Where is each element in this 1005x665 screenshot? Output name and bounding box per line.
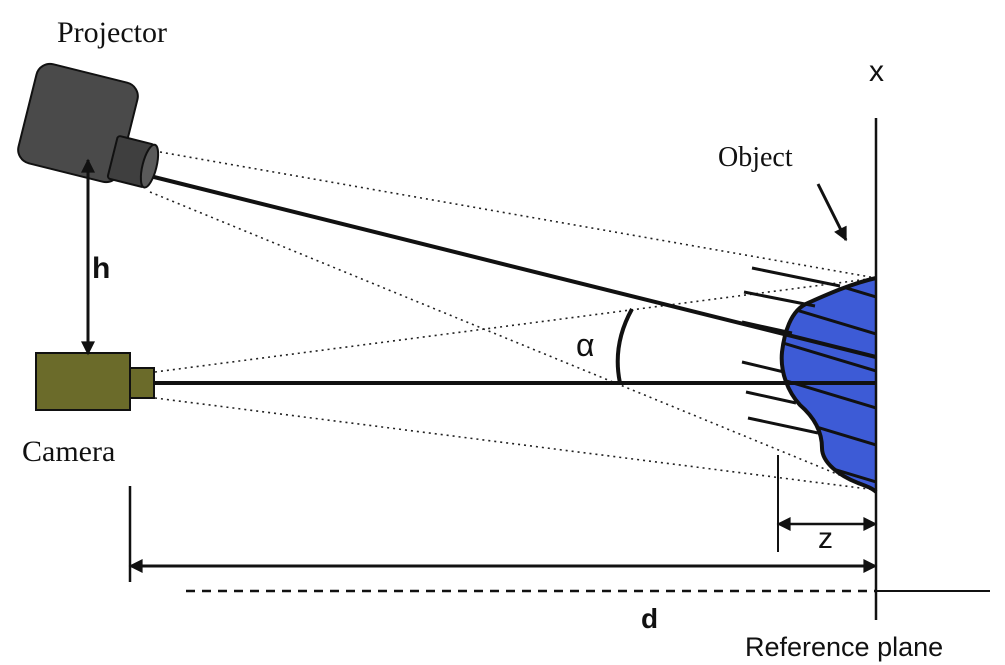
camera-lower-ray: [154, 397, 877, 491]
projector-icon: [17, 62, 160, 189]
d-label: d: [641, 603, 658, 634]
dotted-projection-lines: [149, 151, 877, 491]
x-axis-label: x: [869, 55, 884, 88]
object-label: Object: [718, 142, 793, 173]
camera-label: Camera: [22, 435, 115, 468]
projector-lower-ray: [149, 191, 877, 491]
projected-fringes: [741, 266, 841, 435]
projector-upper-ray: [159, 151, 877, 279]
z-label: z: [818, 522, 833, 555]
object-shape: [779, 276, 878, 494]
camera-upper-ray: [154, 277, 877, 373]
object-outline: [779, 276, 878, 494]
alpha-label: α: [576, 327, 595, 363]
object-pointer-arrow: [816, 183, 848, 242]
camera-icon: [35, 352, 155, 411]
projector-optical-axis: [149, 174, 877, 359]
alpha-angle-arc: [615, 308, 634, 384]
reference-plane-label: Reference plane: [745, 632, 943, 662]
projector-label: Projector: [57, 16, 167, 49]
h-label: h: [92, 252, 110, 285]
